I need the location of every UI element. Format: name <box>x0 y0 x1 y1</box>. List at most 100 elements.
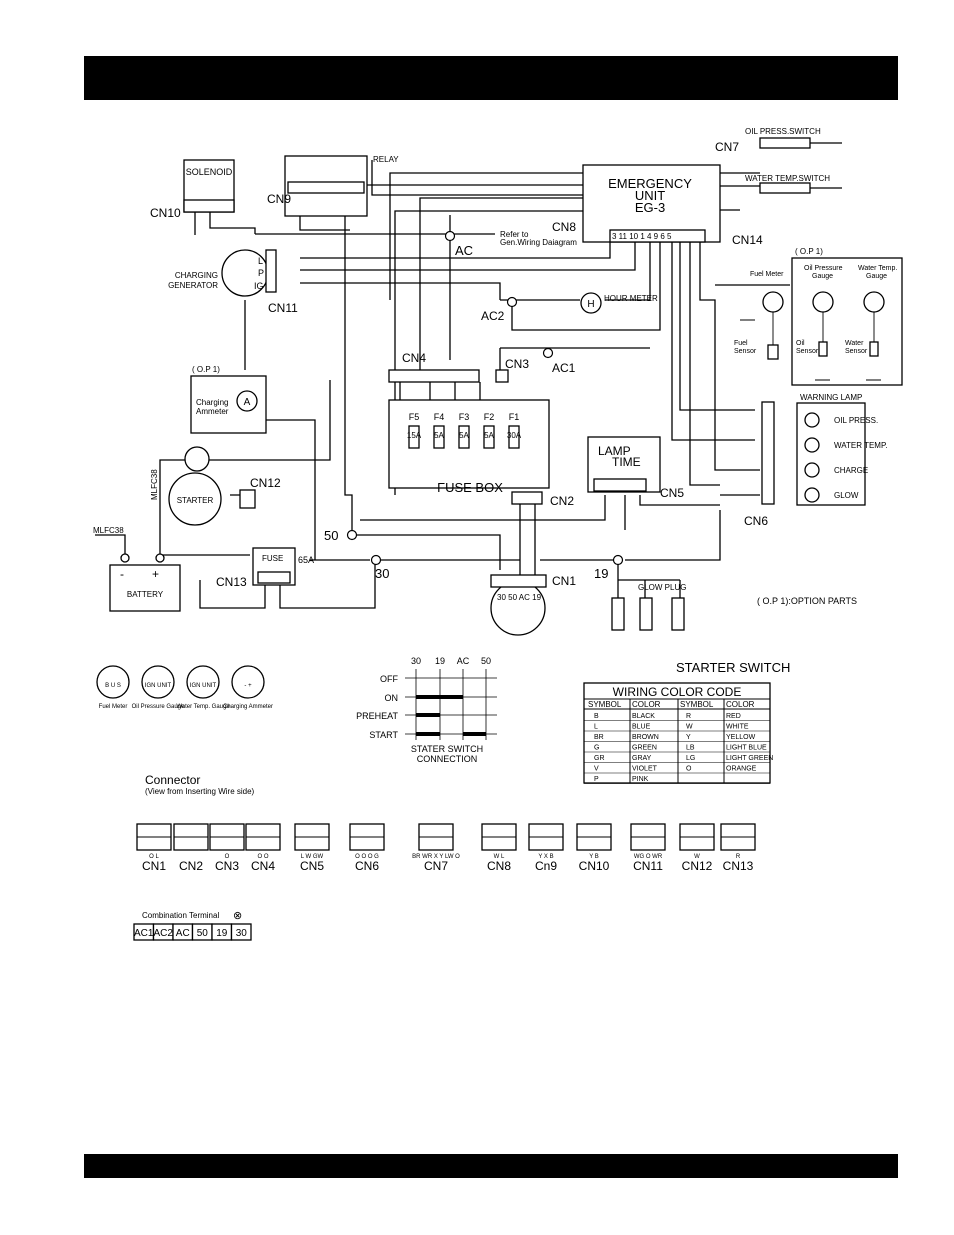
generator-pin-ig: IG <box>254 281 264 291</box>
option-parts-note: ( O.P 1):OPTION PARTS <box>757 596 857 606</box>
cn10-block <box>183 199 235 213</box>
combination-terminal-label: AC2 <box>154 928 174 939</box>
fuse-rating: 15A <box>407 431 422 440</box>
combination-terminal-label: AC <box>176 928 190 939</box>
color-table-cell: L <box>594 724 598 731</box>
battery-neg-terminal <box>120 553 130 563</box>
connector-label: CN1 <box>552 574 576 588</box>
terminal-marker <box>346 529 358 541</box>
color-table-cell: PINK <box>632 776 649 783</box>
gauge-pins: - + <box>244 683 252 689</box>
terminal-label: AC1 <box>552 361 576 375</box>
connector-label: CN2 <box>550 494 574 508</box>
connector-label: CN10 <box>150 206 181 220</box>
hour-meter-symbol: H <box>587 299 594 310</box>
connector-wires: Y X B <box>538 854 553 860</box>
fuel-meter <box>762 291 784 313</box>
emergency-unit-pins: 3 11 10 1 4 9 6 5 <box>612 232 672 241</box>
battery-pos-terminal <box>155 553 165 563</box>
terminal-marker <box>506 296 518 308</box>
fuse-rating: 5A <box>459 431 469 440</box>
connector-name: CN5 <box>300 859 324 873</box>
generator-pin-p: P <box>258 268 264 278</box>
water-sensor <box>869 341 879 357</box>
oil-press-switch <box>759 137 811 149</box>
gauge-label: Charging Ammeter <box>223 704 273 710</box>
warning-lamp-name: OIL PRESS. <box>834 416 878 425</box>
fuse <box>508 425 520 449</box>
connector-label: CN11 <box>268 301 298 315</box>
glow-plug-label: GLOW PLUG <box>638 583 686 592</box>
cn5-block <box>593 478 647 492</box>
color-table-cell: B <box>594 713 599 720</box>
battery-label: BATTERY <box>127 590 164 599</box>
connector-label: CN7 <box>715 140 739 154</box>
gauges-option-tag: ( O.P 1) <box>795 247 823 256</box>
combination-terminal-label: 30 <box>236 928 248 939</box>
switch-row-label: ON <box>385 693 399 703</box>
fuel-sensor-label-1: Fuel <box>734 340 748 347</box>
warning-lamp-name: GLOW <box>834 491 859 500</box>
starter-switch-body <box>490 580 546 636</box>
connector-name: CN11 <box>633 859 663 873</box>
warning-lamp-bulb <box>804 487 820 503</box>
color-table-cell: LIGHT BLUE <box>726 745 767 752</box>
color-table-cell: WHITE <box>726 724 749 731</box>
color-table-cell: GREEN <box>632 745 657 752</box>
fuse-rating: 5A <box>484 431 494 440</box>
terminal-label: AC2 <box>481 309 505 323</box>
connector-wires: W <box>694 854 700 860</box>
connector-wires: BR WR X Y LW O <box>412 854 460 860</box>
ammeter-option-tag: ( O.P 1) <box>192 365 220 374</box>
mlfc-label-1: MLFC38 <box>93 526 124 535</box>
connector-name: CN8 <box>487 859 511 873</box>
mlfc-label-2: MLFC38 <box>150 469 159 500</box>
emergency-unit-terminal-strip <box>609 229 706 243</box>
glow-plug-1 <box>611 597 625 631</box>
connector-wires: O O <box>257 854 268 860</box>
connector-label: CN13 <box>216 575 247 589</box>
generator-label-1: CHARGING <box>175 271 218 280</box>
oil-press-switch-label: OIL PRESS.SWITCH <box>745 127 821 136</box>
warning-lamp-label: WARNING LAMP <box>800 393 862 402</box>
switch-column-label: AC <box>457 656 470 666</box>
hour-meter <box>580 292 602 314</box>
color-table-header: COLOR <box>632 700 661 709</box>
fuel-sensor <box>767 344 779 360</box>
generator-pin-l: L <box>258 256 263 266</box>
lamp-time-line2: TIME <box>612 455 641 469</box>
connector-label: CN9 <box>267 192 291 206</box>
connector-label: CN12 <box>250 476 281 490</box>
cn3-block <box>495 369 509 383</box>
terminal-marker <box>612 554 624 566</box>
fuse <box>458 425 470 449</box>
cn6-block <box>761 401 775 505</box>
water-sensor-label-1: Water <box>845 340 864 347</box>
main-fuse-label: FUSE <box>262 554 283 563</box>
gauge-pins: IGN UNIT <box>145 683 172 689</box>
color-table-cell: BLUE <box>632 724 651 731</box>
connector-wires: O O O G <box>355 854 379 860</box>
gauge-face <box>141 665 175 699</box>
switch-column-label: 19 <box>435 656 445 666</box>
terminal-marker <box>370 554 382 566</box>
cn1-block <box>490 574 547 588</box>
connector-wires: O <box>225 854 230 860</box>
terminal-label: 30 <box>375 566 389 581</box>
combination-terminal-title: Combination Terminal <box>142 911 219 920</box>
connector-name: CN4 <box>251 859 275 873</box>
glow-plug-2 <box>639 597 653 631</box>
optional-gauges-box <box>791 257 903 386</box>
color-table-cell: VIOLET <box>632 766 658 773</box>
connector-name: CN3 <box>215 859 239 873</box>
fuse-name: F5 <box>409 412 420 422</box>
connector-name: CN1 <box>142 859 166 873</box>
terminal-label: AC <box>455 243 473 258</box>
battery-minus: - <box>120 567 124 581</box>
connector-label: CN8 <box>552 220 576 234</box>
color-table-cell: BROWN <box>632 734 659 741</box>
starter-switch-title: STARTER SWITCH <box>676 660 790 675</box>
